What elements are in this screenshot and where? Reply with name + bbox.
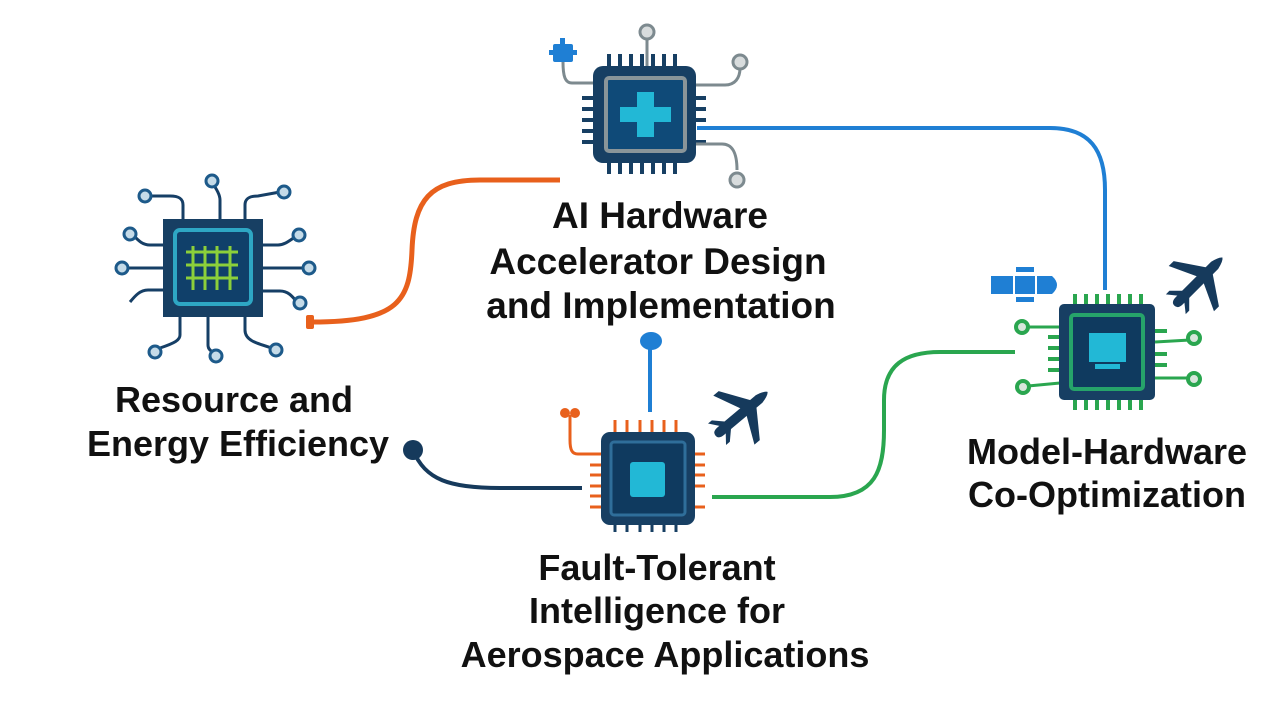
label-line: Energy Efficiency bbox=[87, 423, 389, 464]
label-line: Fault-Tolerant bbox=[538, 547, 775, 588]
label-line: Aerospace Applications bbox=[461, 634, 870, 675]
airplane-icon bbox=[708, 391, 768, 446]
label-ai-hardware: AI Hardware Accelerator Design and Imple… bbox=[486, 195, 835, 326]
label-resource-energy: Resource and Energy Efficiency bbox=[87, 379, 389, 464]
label-line: and Implementation bbox=[486, 285, 835, 326]
label-model-hardware: Model-Hardware Co-Optimization bbox=[967, 431, 1247, 515]
connector-orange bbox=[311, 177, 560, 325]
label-line: Model-Hardware bbox=[967, 431, 1247, 472]
monitor-chip-icon bbox=[1014, 294, 1202, 410]
label-line: AI Hardware bbox=[552, 195, 768, 236]
label-line: Resource and bbox=[115, 379, 353, 420]
airplane-icon bbox=[1165, 257, 1223, 315]
connector-blue bbox=[697, 126, 1107, 290]
label-line: Accelerator Design bbox=[489, 241, 826, 282]
connector-navy bbox=[411, 449, 582, 490]
connector-bottom-blue-dot bbox=[640, 332, 662, 350]
label-line: Intelligence for bbox=[529, 590, 785, 631]
connector-green bbox=[712, 350, 1015, 499]
gear-icon bbox=[549, 38, 577, 62]
grid-chip-icon bbox=[114, 173, 317, 364]
connector-orange-end bbox=[306, 315, 314, 329]
label-fault-tolerant: Fault-Tolerant Intelligence for Aerospac… bbox=[461, 547, 870, 675]
square-chip-icon bbox=[560, 408, 705, 532]
cross-chip-icon bbox=[561, 23, 749, 189]
label-line: Co-Optimization bbox=[968, 474, 1246, 515]
satellite-icon bbox=[991, 267, 1057, 302]
connector-navy-dot bbox=[403, 440, 423, 460]
